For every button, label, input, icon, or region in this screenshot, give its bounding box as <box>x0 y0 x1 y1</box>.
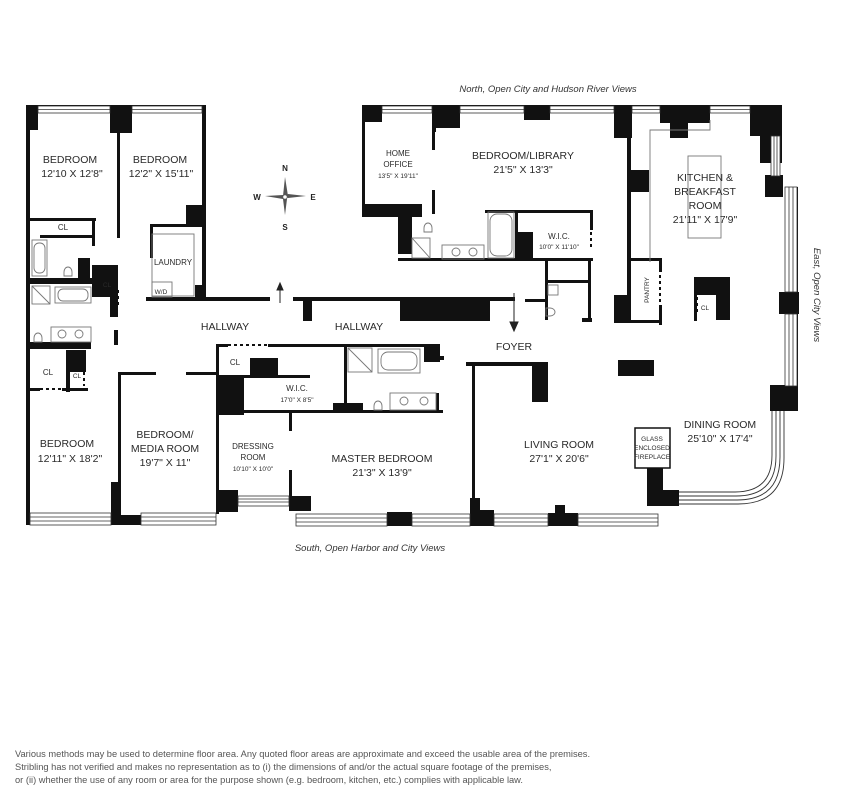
north-view-label: North, Open City and Hudson River Views <box>459 84 636 95</box>
room-name-media-2: MEDIA ROOM <box>131 443 199 455</box>
room-name-dressing-1: DRESSING <box>232 442 274 451</box>
room-name-home-office-1: HOME <box>386 149 410 158</box>
closet-label: CL <box>103 282 112 289</box>
compass-rose-icon: N S W E <box>253 164 316 232</box>
room-dims-wic-north: 10'0" X 11'10" <box>539 244 580 251</box>
room-name-dressing-2: ROOM <box>241 453 266 462</box>
east-view-label: East, Open City Views <box>811 248 822 343</box>
disclaimer-line: Various methods may be used to determine… <box>15 749 591 759</box>
walls <box>26 105 799 526</box>
closet-doors <box>40 218 698 412</box>
room-name-living-room: LIVING ROOM <box>524 439 594 451</box>
wd-label: W/D <box>155 289 168 296</box>
closet-label: CL <box>73 373 82 380</box>
room-name-wic-master: W.I.C. <box>286 384 308 393</box>
closet-label: CL <box>230 358 241 367</box>
disclaimer-line: Stribling has not verified and makes no … <box>15 762 552 772</box>
room-name-master-bedroom: MASTER BEDROOM <box>332 453 433 465</box>
closet-label: CL <box>43 368 54 377</box>
fireplace-box <box>634 427 671 469</box>
fixtures <box>31 120 722 411</box>
entry-arrows <box>276 281 519 333</box>
room-dims-bedroom-nw: 12'10 X 12'8" <box>41 168 103 180</box>
room-name-wic-north: W.I.C. <box>548 232 570 241</box>
fireplace-label-1: GLASS <box>641 436 663 443</box>
room-name-bedroom-nw: BEDROOM <box>43 154 97 166</box>
room-name-pantry: PANTRY <box>644 276 651 302</box>
windows <box>29 105 798 527</box>
room-name-kitchen-2: BREAKFAST <box>674 186 736 198</box>
room-dims-wic-master: 17'0" X 8'5" <box>280 397 314 404</box>
room-dims-bedroom-sw: 12'11" X 18'2" <box>38 453 103 465</box>
room-dims-dining-room: 25'10" X 17'4" <box>687 433 752 445</box>
room-dims-home-office: 13'5" X 19'11" <box>378 173 419 180</box>
room-name-hallway-east: HALLWAY <box>335 321 383 333</box>
compass-e: E <box>310 193 316 202</box>
fireplace-label-3: FIREPLACE <box>634 454 671 461</box>
disclaimer-line: or (ii) whether the use of any room or a… <box>15 775 523 785</box>
room-dims-dressing: 10'10" X 10'0" <box>233 466 274 473</box>
room-dims-bedroom-n2: 12'2" X 15'11" <box>129 168 194 180</box>
room-dims-bedroom-library: 21'5" X 13'3" <box>493 164 553 176</box>
curved-window <box>679 411 785 505</box>
closet-label: CL <box>58 223 69 232</box>
compass-w: W <box>253 193 261 202</box>
compass-n: N <box>282 164 288 173</box>
room-dims-master-bedroom: 21'3" X 13'9" <box>352 467 412 479</box>
room-name-foyer: FOYER <box>496 341 533 353</box>
room-dims-kitchen: 21'11" X 17'9" <box>673 214 738 226</box>
room-name-kitchen-3: ROOM <box>689 200 722 212</box>
room-name-bedroom-n2: BEDROOM <box>133 154 187 166</box>
room-name-laundry: LAUNDRY <box>154 258 193 267</box>
room-name-hallway-west: HALLWAY <box>201 321 249 333</box>
south-view-label: South, Open Harbor and City Views <box>295 543 446 554</box>
fireplace-label-2: ENCLOSED <box>634 445 670 452</box>
room-name-bedroom-library: BEDROOM/LIBRARY <box>472 150 574 162</box>
room-dims-living-room: 27'1" X 20'6" <box>529 453 589 465</box>
room-name-media-1: BEDROOM/ <box>136 429 193 441</box>
room-name-bedroom-sw: BEDROOM <box>40 438 94 450</box>
disclaimer: Various methods may be used to determine… <box>15 748 845 787</box>
room-labels: BEDROOM 12'10 X 12'8" BEDROOM 12'2" X 15… <box>38 149 756 479</box>
room-name-dining-room: DINING ROOM <box>684 419 756 431</box>
closet-label: CL <box>701 305 710 312</box>
compass-s: S <box>282 223 288 232</box>
room-dims-media: 19'7" X 11" <box>140 457 191 469</box>
room-name-kitchen-1: KITCHEN & <box>677 172 733 184</box>
room-name-home-office-2: OFFICE <box>383 160 412 169</box>
